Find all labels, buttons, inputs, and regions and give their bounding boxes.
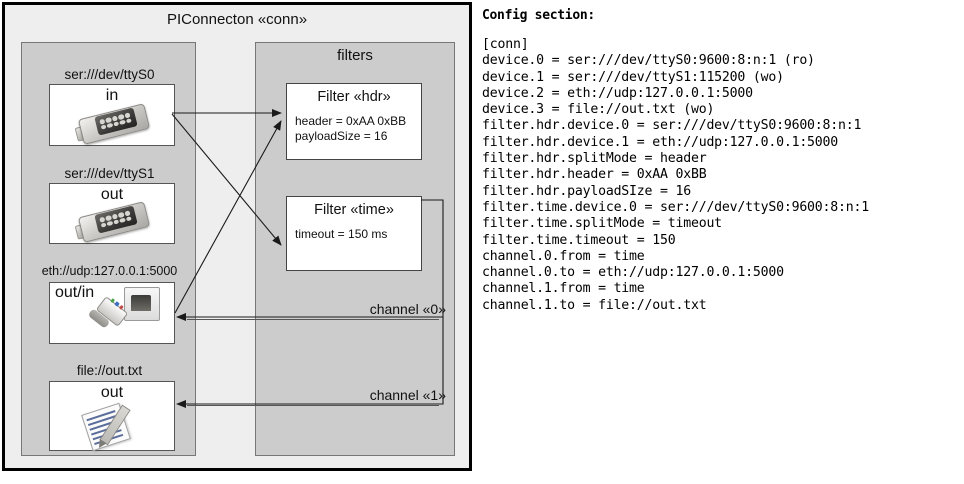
ethernet-icon xyxy=(87,287,170,335)
device-label-ttyS0: ser:///dev/ttyS0 xyxy=(64,67,155,82)
filter-prop-header: header = 0xAA 0xBB xyxy=(295,114,407,128)
device-io-eth: out/in xyxy=(55,284,95,301)
config-section: Config section: [conn] device.0 = ser://… xyxy=(482,8,960,314)
device-box-file[interactable]: out xyxy=(49,381,175,452)
device-io-file: out xyxy=(100,384,124,401)
filter-box-hdr[interactable]: Filter «hdr» header = 0xAA 0xBB payloadS… xyxy=(286,83,422,160)
serial-port-icon xyxy=(72,201,156,243)
filter-prop-payloadsize: payloadSize = 16 xyxy=(295,129,388,143)
channel-1-label: channel «1» xyxy=(369,387,446,403)
channel-1-box xyxy=(187,320,439,406)
text-file-icon xyxy=(81,402,150,452)
connector-diagram: PIConnecton «conn» ser:///dev/ttyS0 in s… xyxy=(2,2,472,471)
filter-title-time: Filter «time» xyxy=(314,202,394,218)
device-label-eth: eth://udp:127.0.0.1:5000 xyxy=(41,264,178,278)
device-box-eth[interactable]: out/in xyxy=(49,282,175,344)
device-label-ttyS1: ser:///dev/ttyS1 xyxy=(64,166,155,181)
device-box-ttyS0[interactable]: in xyxy=(49,84,175,146)
serial-port-icon xyxy=(72,103,156,145)
device-io-ttyS1: out xyxy=(100,186,124,203)
filters-panel-title: filters xyxy=(337,47,373,64)
device-label-file: file://out.txt xyxy=(76,363,143,378)
device-io-ttyS0: in xyxy=(105,87,119,104)
filter-title-hdr: Filter «hdr» xyxy=(317,89,391,105)
device-box-ttyS1[interactable]: out xyxy=(49,183,175,244)
channel-0-label: channel «0» xyxy=(369,301,446,317)
config-text: [conn] device.0 = ser:///dev/ttyS0:9600:… xyxy=(482,37,869,313)
config-heading: Config section: xyxy=(482,8,595,23)
filters-panel: filters Filter «hdr» header = 0xAA 0xBB … xyxy=(187,42,455,456)
component-title: PIConnecton «conn» xyxy=(166,11,308,28)
devices-panel: ser:///dev/ttyS0 in ser:///dev/ttyS1 out… xyxy=(21,42,196,456)
